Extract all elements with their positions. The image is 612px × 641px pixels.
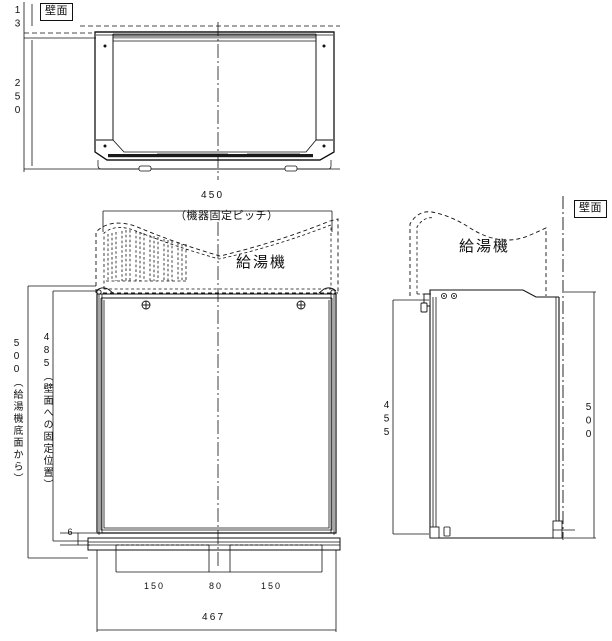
top-view-screw-bl	[103, 144, 107, 148]
side-screw-2	[450, 292, 457, 299]
dim-485-text: 485（壁面への固定位置）	[41, 332, 52, 491]
water-heater-inner-front	[103, 224, 332, 290]
front-hook-right	[318, 287, 337, 295]
water-heater-outline-side	[409, 211, 547, 296]
dim-500-front-text: 500（給湯機底面から）	[11, 338, 22, 485]
front-cover-outline	[96, 294, 337, 534]
water-heater-outline-front	[95, 218, 339, 294]
top-view-left-bracket	[96, 34, 114, 141]
side-body-outline	[429, 289, 563, 539]
dim-80-text: 80	[209, 581, 224, 591]
side-foot-left	[429, 526, 440, 539]
front-cover-inner	[100, 298, 333, 531]
dim-500-side-text: 500	[583, 402, 594, 443]
side-foot-right	[552, 520, 575, 539]
water-heater-label-side: 給湯機	[459, 238, 511, 255]
top-view-group	[23, 2, 340, 180]
front-side-rail-right	[330, 294, 335, 535]
dim-6-line	[60, 532, 96, 546]
fixing-pitch-note: （機器固定ピッチ）	[175, 210, 279, 222]
top-view-screw-tl	[103, 44, 107, 48]
dim-250-text: 250	[12, 78, 23, 119]
water-heater-inner-side	[416, 217, 435, 295]
dim-485-line	[52, 290, 96, 542]
side-foot-tab	[443, 526, 451, 537]
top-view-foot-left	[138, 165, 152, 172]
water-heater-label-front: 給湯機	[236, 254, 288, 271]
side-view-group	[392, 196, 596, 540]
grille-border	[106, 244, 187, 282]
front-cover-top-rail	[97, 293, 336, 299]
front-hook-left	[95, 287, 114, 295]
top-view-base-band	[108, 154, 313, 158]
top-view-rail-band	[113, 35, 316, 39]
dim-6-text: 6	[65, 527, 75, 540]
top-view-screw-tr	[322, 44, 326, 48]
front-bottom-plate	[87, 537, 341, 551]
top-view-body-fill	[96, 33, 333, 159]
dim-150-right-text: 150	[261, 581, 283, 591]
dim-150-left-text: 150	[144, 581, 166, 591]
side-screw-1	[440, 292, 447, 299]
top-view-base	[94, 151, 335, 161]
top-view-tray	[97, 160, 332, 170]
dim-500-side-line	[564, 291, 596, 539]
dim-450-line	[102, 210, 333, 232]
top-view-foot-right	[284, 165, 298, 172]
front-bottom-ticks	[115, 545, 323, 572]
front-view-group	[27, 210, 341, 632]
dim-500-front-line	[27, 285, 96, 559]
top-view-right-bracket	[315, 34, 333, 141]
side-body-inner	[432, 297, 557, 534]
dim-13-text: 13	[12, 5, 23, 32]
grille-hatch	[107, 230, 183, 281]
front-screw-right	[296, 300, 306, 310]
dim-455-text: 455	[381, 400, 392, 441]
wall-label-top: 壁面	[40, 3, 73, 21]
front-side-rail-left	[98, 294, 103, 535]
side-hanger	[420, 293, 431, 313]
wall-label-side: 壁面	[574, 200, 607, 218]
dim-455-line	[392, 299, 429, 535]
front-screw-left	[141, 300, 151, 310]
dim-467-line	[96, 550, 337, 632]
top-view-screw-br	[322, 144, 326, 148]
dim-450-text: 450	[201, 190, 225, 201]
dim-467-text: 467	[202, 612, 226, 623]
